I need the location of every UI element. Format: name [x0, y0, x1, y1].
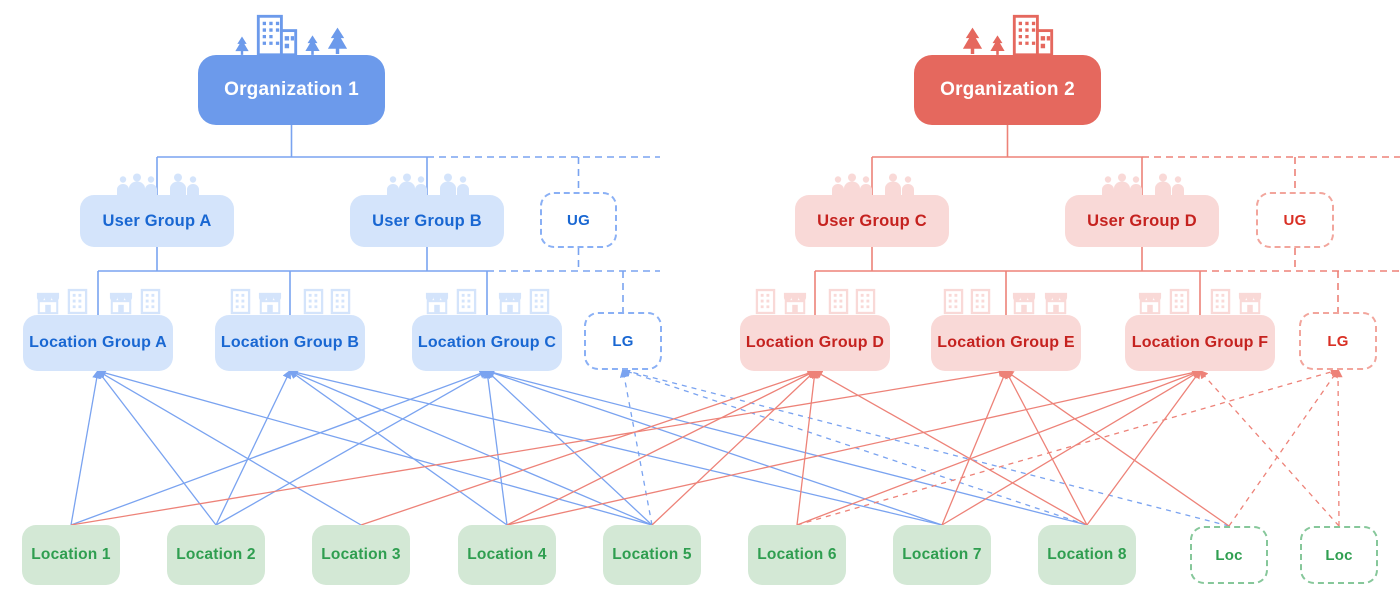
- tree-icon: [326, 27, 349, 57]
- user-group-placeholder-red: UG: [1256, 192, 1334, 248]
- tree-icon: [989, 35, 1006, 57]
- building-icon: [529, 288, 550, 315]
- location-group-e-icons: [931, 287, 1081, 315]
- location-group-placeholder-red: LG: [1299, 312, 1377, 370]
- building-icon: [855, 288, 876, 315]
- user-group-a-people-icons: [80, 172, 234, 195]
- location-7-box: Location 7: [893, 525, 991, 585]
- location-group-f-icons: [1125, 287, 1275, 315]
- building-icon: [755, 288, 776, 315]
- people-icon: [438, 173, 470, 195]
- organization-2-box: Organization 2: [914, 55, 1101, 125]
- location-4-box: Location 4: [458, 525, 556, 585]
- people-icon: [883, 173, 915, 195]
- storefront-icon: [1043, 291, 1069, 315]
- people-icon: [830, 173, 874, 195]
- people-icon: [1153, 173, 1185, 195]
- user-group-d-box: User Group D: [1065, 195, 1219, 247]
- user-group-d-people-icons: [1065, 172, 1219, 195]
- building-icon: [1210, 288, 1231, 315]
- tree-icon: [961, 27, 984, 57]
- location-group-b-box: Location Group B: [215, 315, 365, 371]
- location-group-placeholder-blue: LG: [584, 312, 662, 370]
- organization-1-box: Organization 1: [198, 55, 385, 125]
- storefront-icon: [1237, 291, 1263, 315]
- people-icon: [385, 173, 429, 195]
- user-group-placeholder-blue: UG: [540, 192, 617, 248]
- building-icon: [230, 288, 251, 315]
- user-group-c-box: User Group C: [795, 195, 949, 247]
- location-placeholder-1: Loc: [1190, 526, 1268, 584]
- storefront-icon: [424, 291, 450, 315]
- location-8-box: Location 8: [1038, 525, 1136, 585]
- storefront-icon: [35, 291, 61, 315]
- building-icon: [330, 288, 351, 315]
- storefront-icon: [1011, 291, 1037, 315]
- storefront-icon: [497, 291, 523, 315]
- building-icon: [970, 288, 991, 315]
- location-3-box: Location 3: [312, 525, 410, 585]
- building-icon: [1169, 288, 1190, 315]
- storefront-icon: [108, 291, 134, 315]
- storefront-icon: [1137, 291, 1163, 315]
- people-icon: [1100, 173, 1144, 195]
- location-6-box: Location 6: [748, 525, 846, 585]
- location-group-d-icons: [740, 287, 890, 315]
- location-group-f-box: Location Group F: [1125, 315, 1275, 371]
- location-group-c-box: Location Group C: [412, 315, 562, 371]
- building-icon: [255, 13, 299, 57]
- tree-icon: [234, 36, 250, 57]
- building-icon: [828, 288, 849, 315]
- user-group-c-people-icons: [795, 172, 949, 195]
- location-1-box: Location 1: [22, 525, 120, 585]
- building-icon: [456, 288, 477, 315]
- building-icon: [1011, 13, 1055, 57]
- storefront-icon: [257, 291, 283, 315]
- user-group-b-box: User Group B: [350, 195, 504, 247]
- building-icon: [943, 288, 964, 315]
- location-group-a-icons: [23, 287, 173, 315]
- user-group-b-people-icons: [350, 172, 504, 195]
- organization1-icons: [198, 11, 385, 57]
- people-icon: [168, 173, 200, 195]
- tree-icon: [304, 35, 321, 57]
- building-icon: [303, 288, 324, 315]
- location-group-b-icons: [215, 287, 365, 315]
- location-group-c-icons: [412, 287, 562, 315]
- location-5-box: Location 5: [603, 525, 701, 585]
- location-group-d-box: Location Group D: [740, 315, 890, 371]
- building-icon: [140, 288, 161, 315]
- storefront-icon: [782, 291, 808, 315]
- people-icon: [115, 173, 159, 195]
- organization2-icons: [914, 11, 1101, 57]
- location-group-a-box: Location Group A: [23, 315, 173, 371]
- building-icon: [67, 288, 88, 315]
- location-group-e-box: Location Group E: [931, 315, 1081, 371]
- location-2-box: Location 2: [167, 525, 265, 585]
- user-group-a-box: User Group A: [80, 195, 234, 247]
- location-placeholder-2: Loc: [1300, 526, 1378, 584]
